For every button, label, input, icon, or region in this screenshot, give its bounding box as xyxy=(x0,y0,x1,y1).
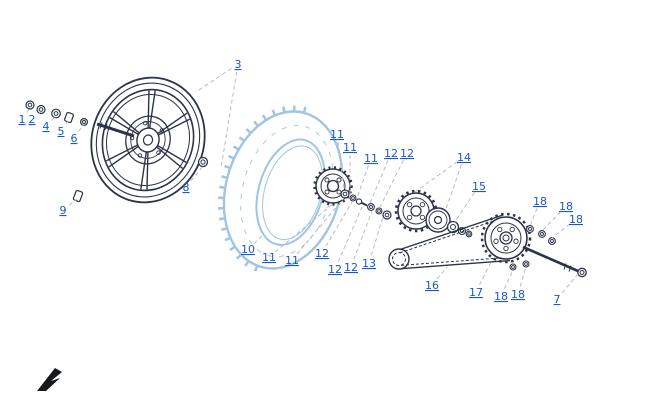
leader-line xyxy=(78,123,85,132)
washer xyxy=(526,225,534,233)
callout-11-20[interactable]: 11 xyxy=(285,254,299,267)
leader-line xyxy=(337,206,363,262)
washer xyxy=(509,263,517,271)
callout-11-11[interactable]: 11 xyxy=(364,152,378,165)
axle-nut xyxy=(197,156,209,168)
axle-fasteners xyxy=(25,100,88,126)
leader-line xyxy=(529,208,538,227)
callout-7-29[interactable]: 7 xyxy=(554,293,561,306)
rear-sprocket xyxy=(480,212,532,264)
leader-line xyxy=(519,266,527,287)
washer xyxy=(465,230,473,238)
leader-line xyxy=(551,223,571,239)
leader-line xyxy=(479,259,493,286)
leader-line xyxy=(253,235,263,244)
wheel-spokes xyxy=(105,90,191,190)
callout-10-8[interactable]: 10 xyxy=(241,243,255,256)
leader-line xyxy=(369,160,389,204)
callout-11-10[interactable]: 11 xyxy=(343,141,357,154)
leader-line xyxy=(68,198,78,206)
cush-drum xyxy=(425,207,451,233)
washer xyxy=(51,108,61,119)
leader-line xyxy=(190,165,204,182)
washer xyxy=(522,260,530,268)
axle-end-nut xyxy=(577,267,587,278)
spacer-row xyxy=(340,189,392,220)
callout-18-28[interactable]: 18 xyxy=(511,288,525,301)
callout-17-26[interactable]: 17 xyxy=(469,286,483,299)
washer xyxy=(538,230,546,238)
callout-12-13[interactable]: 12 xyxy=(400,147,414,160)
callout-9-7[interactable]: 9 xyxy=(60,204,67,217)
leader-line xyxy=(379,159,404,208)
bearing xyxy=(446,220,460,234)
leader-line xyxy=(561,273,579,294)
spacer xyxy=(63,111,75,124)
callout-5-3[interactable]: 5 xyxy=(58,125,65,138)
callout-16-25[interactable]: 16 xyxy=(425,279,439,292)
callout-18-16[interactable]: 18 xyxy=(533,195,547,208)
leader-line xyxy=(26,107,31,113)
callout-3-5[interactable]: 3 xyxy=(235,58,242,71)
washer xyxy=(340,189,350,199)
callout-12-21[interactable]: 12 xyxy=(315,247,329,260)
leader-line xyxy=(436,266,448,280)
leader-line xyxy=(445,164,462,210)
leader-line xyxy=(51,115,57,121)
brand-logo xyxy=(37,368,62,391)
leader-line xyxy=(296,197,345,255)
callout-12-23[interactable]: 12 xyxy=(344,261,358,274)
leader-line xyxy=(65,119,70,125)
leader-line xyxy=(274,202,335,253)
callout-8-6[interactable]: 8 xyxy=(183,181,190,194)
leader-line xyxy=(503,269,514,289)
wheel-hub xyxy=(136,127,160,153)
leader-line xyxy=(370,216,384,256)
leader-line xyxy=(453,192,475,224)
callout-6-4[interactable]: 6 xyxy=(71,132,78,145)
callout-11-9[interactable]: 11 xyxy=(330,128,344,141)
spacer xyxy=(72,189,84,203)
callout-18-27[interactable]: 18 xyxy=(494,290,508,303)
leader-line xyxy=(541,211,561,232)
callout-1-0[interactable]: 1 xyxy=(19,113,26,126)
drive-chain xyxy=(388,214,511,270)
callout-4-2[interactable]: 4 xyxy=(43,120,50,133)
wheel-rim xyxy=(90,76,206,204)
callout-11-19[interactable]: 11 xyxy=(262,251,276,264)
callout-12-22[interactable]: 12 xyxy=(328,263,342,276)
bolt xyxy=(355,198,368,207)
leader-line xyxy=(337,141,345,191)
leader-line xyxy=(37,111,42,115)
callout-15-15[interactable]: 15 xyxy=(472,180,486,193)
callout-13-24[interactable]: 13 xyxy=(362,257,376,270)
callout-12-12[interactable]: 12 xyxy=(384,147,398,160)
nut xyxy=(25,100,35,110)
leader-line xyxy=(220,71,238,169)
leader-line xyxy=(325,201,353,247)
hub-teeth xyxy=(313,166,353,206)
leader-line xyxy=(353,210,373,260)
washer xyxy=(367,203,375,211)
leader-line xyxy=(195,67,232,93)
washer xyxy=(375,207,383,215)
sprocket-carrier-assembly xyxy=(394,189,473,238)
sprocket-teeth xyxy=(480,212,532,264)
leader-line xyxy=(411,161,458,195)
washer xyxy=(382,210,392,220)
callout-18-18[interactable]: 18 xyxy=(569,213,583,226)
washer xyxy=(349,194,357,202)
wheel-axle xyxy=(96,122,135,138)
callout-14-14[interactable]: 14 xyxy=(457,151,471,164)
nut xyxy=(36,104,46,115)
leader-line xyxy=(356,165,369,199)
callout-18-17[interactable]: 18 xyxy=(559,200,573,213)
washer xyxy=(548,237,556,245)
washer xyxy=(79,117,88,126)
callout-2-1[interactable]: 2 xyxy=(29,113,36,126)
